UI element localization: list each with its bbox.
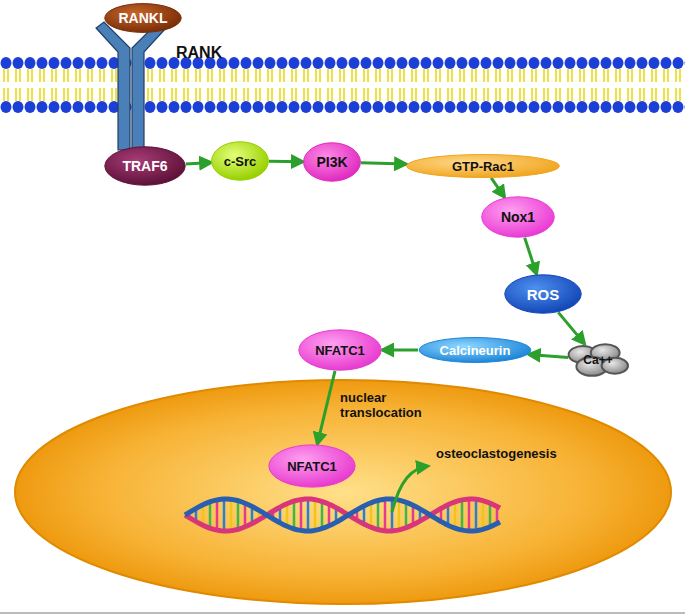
dna-rung bbox=[377, 501, 380, 530]
node-label: PI3K bbox=[316, 154, 347, 170]
molecule-ellipse: PI3K bbox=[303, 142, 361, 182]
dna-rung bbox=[223, 499, 226, 531]
activation-arrow bbox=[269, 160, 303, 163]
dna-rung bbox=[384, 499, 387, 531]
molecule-ellipse: c-Src bbox=[211, 141, 269, 181]
dna-rung bbox=[468, 499, 471, 531]
molecule-ellipse: GTP-Rac1 bbox=[405, 154, 561, 178]
dna-rung bbox=[293, 501, 296, 529]
node-label: c-Src bbox=[224, 154, 257, 169]
node-label: Nox1 bbox=[501, 209, 535, 225]
molecule-ellipse: Calcineurin bbox=[418, 337, 532, 363]
molecule-ellipse: NFATC1 bbox=[268, 444, 356, 488]
receptor-name: RANK bbox=[176, 44, 222, 62]
ion-cluster: Ca++ bbox=[568, 342, 628, 378]
node-label: GTP-Rac1 bbox=[452, 159, 514, 174]
dna-rung bbox=[370, 503, 373, 527]
dna-rung bbox=[321, 501, 324, 528]
edge-label: nuclear translocation bbox=[340, 390, 432, 420]
molecule-ellipse: Nox1 bbox=[481, 196, 555, 238]
node-label: NFATC1 bbox=[315, 343, 365, 358]
activation-arrow bbox=[491, 178, 504, 198]
node-label: Calcineurin bbox=[440, 343, 511, 358]
activation-arrow bbox=[525, 238, 537, 275]
dna-strand bbox=[185, 499, 500, 531]
molecule-ellipse: ROS bbox=[504, 274, 582, 314]
dna-rung bbox=[398, 500, 401, 530]
molecule-ellipse: RANKL bbox=[104, 3, 182, 33]
dna-rung bbox=[286, 504, 289, 527]
activation-arrow bbox=[361, 163, 406, 164]
node-label: ROS bbox=[527, 286, 560, 303]
dna-rung bbox=[489, 503, 492, 527]
dna-rung bbox=[230, 499, 233, 530]
dna-rung bbox=[314, 500, 317, 531]
dna-rung bbox=[237, 501, 240, 530]
dna-rung bbox=[475, 499, 478, 530]
dna-strand bbox=[185, 499, 500, 531]
activation-arrow bbox=[317, 371, 335, 444]
node-label: Ca++ bbox=[583, 353, 612, 367]
dna-rung bbox=[405, 502, 408, 528]
dna-rung bbox=[454, 502, 457, 528]
dna-rung bbox=[328, 504, 331, 526]
dna-rung bbox=[244, 503, 247, 527]
dna-rung bbox=[482, 501, 485, 530]
node-label: TRAF6 bbox=[122, 158, 167, 174]
process-label: osteoclastogenesis bbox=[436, 446, 557, 461]
activation-arrow bbox=[186, 163, 211, 164]
node-label: RANKL bbox=[119, 10, 168, 26]
node-label: NFATC1 bbox=[287, 459, 337, 474]
activation-arrow bbox=[382, 349, 418, 352]
molecule-ellipse: NFATC1 bbox=[298, 329, 382, 371]
dna-rung bbox=[461, 500, 464, 530]
molecule-ellipse: TRAF6 bbox=[104, 146, 186, 186]
activation-arrow bbox=[558, 312, 584, 344]
dna-rung bbox=[300, 500, 303, 531]
dna-rung bbox=[209, 502, 212, 528]
dna-rung bbox=[307, 499, 310, 531]
dna-rung bbox=[216, 500, 219, 530]
activation-arrow bbox=[529, 354, 569, 357]
